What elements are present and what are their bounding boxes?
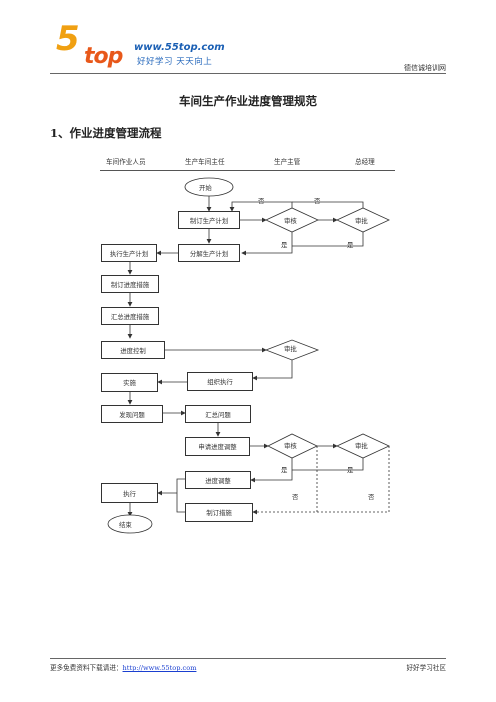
section-heading: 1、作业进度管理流程: [50, 126, 162, 140]
footer-community: 好好学习社区: [406, 664, 446, 672]
process-summarize-measures-label: 汇总进度措施: [110, 312, 150, 321]
footer-divider: [50, 658, 446, 659]
edge-label-no-2: 否: [314, 197, 321, 205]
process-adjust: 进度调整: [185, 471, 251, 489]
approve-diamond-2: [264, 339, 320, 361]
process-plan: 制订生产计划: [178, 211, 240, 229]
process-measures: 制订进度措施: [101, 275, 159, 293]
process-make-measures-label: 制订措施: [206, 509, 232, 517]
approve-diamond-1: [336, 207, 390, 233]
process-make-measures: 制订措施: [185, 503, 253, 522]
process-control-label: 进度控制: [120, 346, 146, 355]
process-adjust-label: 进度调整: [205, 476, 231, 485]
process-execute-label: 执行: [123, 489, 136, 498]
lane-worker: 车间作业人员: [106, 158, 146, 166]
header-divider: [50, 73, 446, 74]
process-decompose: 分解生产计划: [178, 244, 240, 262]
edge-label-yes-4: 是: [347, 466, 354, 474]
document-title: 车间生产作业进度管理规范: [179, 94, 317, 108]
start-label: 开始: [199, 184, 212, 192]
logo-number: 5: [56, 19, 80, 59]
logo-word: top: [84, 44, 123, 69]
approve-label-2: 审批: [284, 345, 297, 353]
process-implement-label: 实施: [123, 379, 136, 387]
process-execute: 执行: [101, 483, 158, 503]
logo-slogan: 好好学习 天天向上: [137, 57, 213, 67]
review-diamond-1: [265, 207, 319, 233]
edge-label-no-1: 否: [258, 197, 265, 205]
process-control: 进度控制: [101, 341, 165, 359]
lane-workshop-director: 生产车间主任: [185, 158, 225, 166]
process-organize-label: 组织执行: [207, 378, 233, 386]
process-organize: 组织执行: [187, 372, 253, 391]
lane-production-supervisor: 生产主管: [274, 158, 301, 166]
lane-general-manager: 总经理: [355, 158, 375, 166]
logo-url: www.55top.com: [134, 42, 225, 53]
process-summarize-problem-label: 汇总问题: [205, 410, 231, 419]
process-find-problem-label: 发现问题: [119, 410, 145, 419]
review-diamond-3: [267, 433, 318, 459]
process-find-problem: 发现问题: [101, 405, 163, 423]
footer-link[interactable]: http://www.55top.com: [122, 664, 197, 672]
edge-label-yes-3: 是: [281, 466, 288, 474]
end-label: 结束: [119, 521, 132, 529]
footer-download-label: 更多免费资料下载请进：: [50, 664, 123, 672]
edge-label-no-3: 否: [292, 493, 299, 501]
approve-label-1: 审批: [355, 217, 368, 225]
process-implement: 实施: [101, 373, 158, 392]
start-terminator: [184, 177, 234, 197]
process-decompose-label: 分解生产计划: [189, 249, 229, 258]
process-apply-adjust-label: 申请进度调整: [198, 443, 237, 451]
edge-label-yes-2: 是: [347, 241, 354, 249]
approve-diamond-3: [336, 433, 390, 459]
header-site-name: 德信诚培训网: [404, 64, 446, 72]
approve-label-3: 审批: [355, 442, 368, 450]
edge-label-no-4: 否: [368, 493, 375, 501]
footer-download-text: 更多免费资料下载请进：http://www.55top.com: [50, 662, 196, 672]
process-execute-plan: 执行生产计划: [101, 244, 157, 262]
end-terminator: [107, 514, 153, 534]
process-plan-label: 制订生产计划: [189, 216, 229, 225]
process-summarize-problem: 汇总问题: [185, 405, 251, 423]
process-measures-label: 制订进度措施: [110, 280, 150, 289]
review-label-3: 审核: [284, 442, 297, 450]
process-summarize-measures: 汇总进度措施: [101, 307, 159, 325]
process-apply-adjust: 申请进度调整: [185, 437, 250, 456]
review-label-1: 审核: [284, 217, 297, 225]
edge-label-yes-1: 是: [281, 241, 288, 249]
process-execute-plan-label: 执行生产计划: [109, 249, 149, 258]
lane-divider: [100, 170, 395, 171]
